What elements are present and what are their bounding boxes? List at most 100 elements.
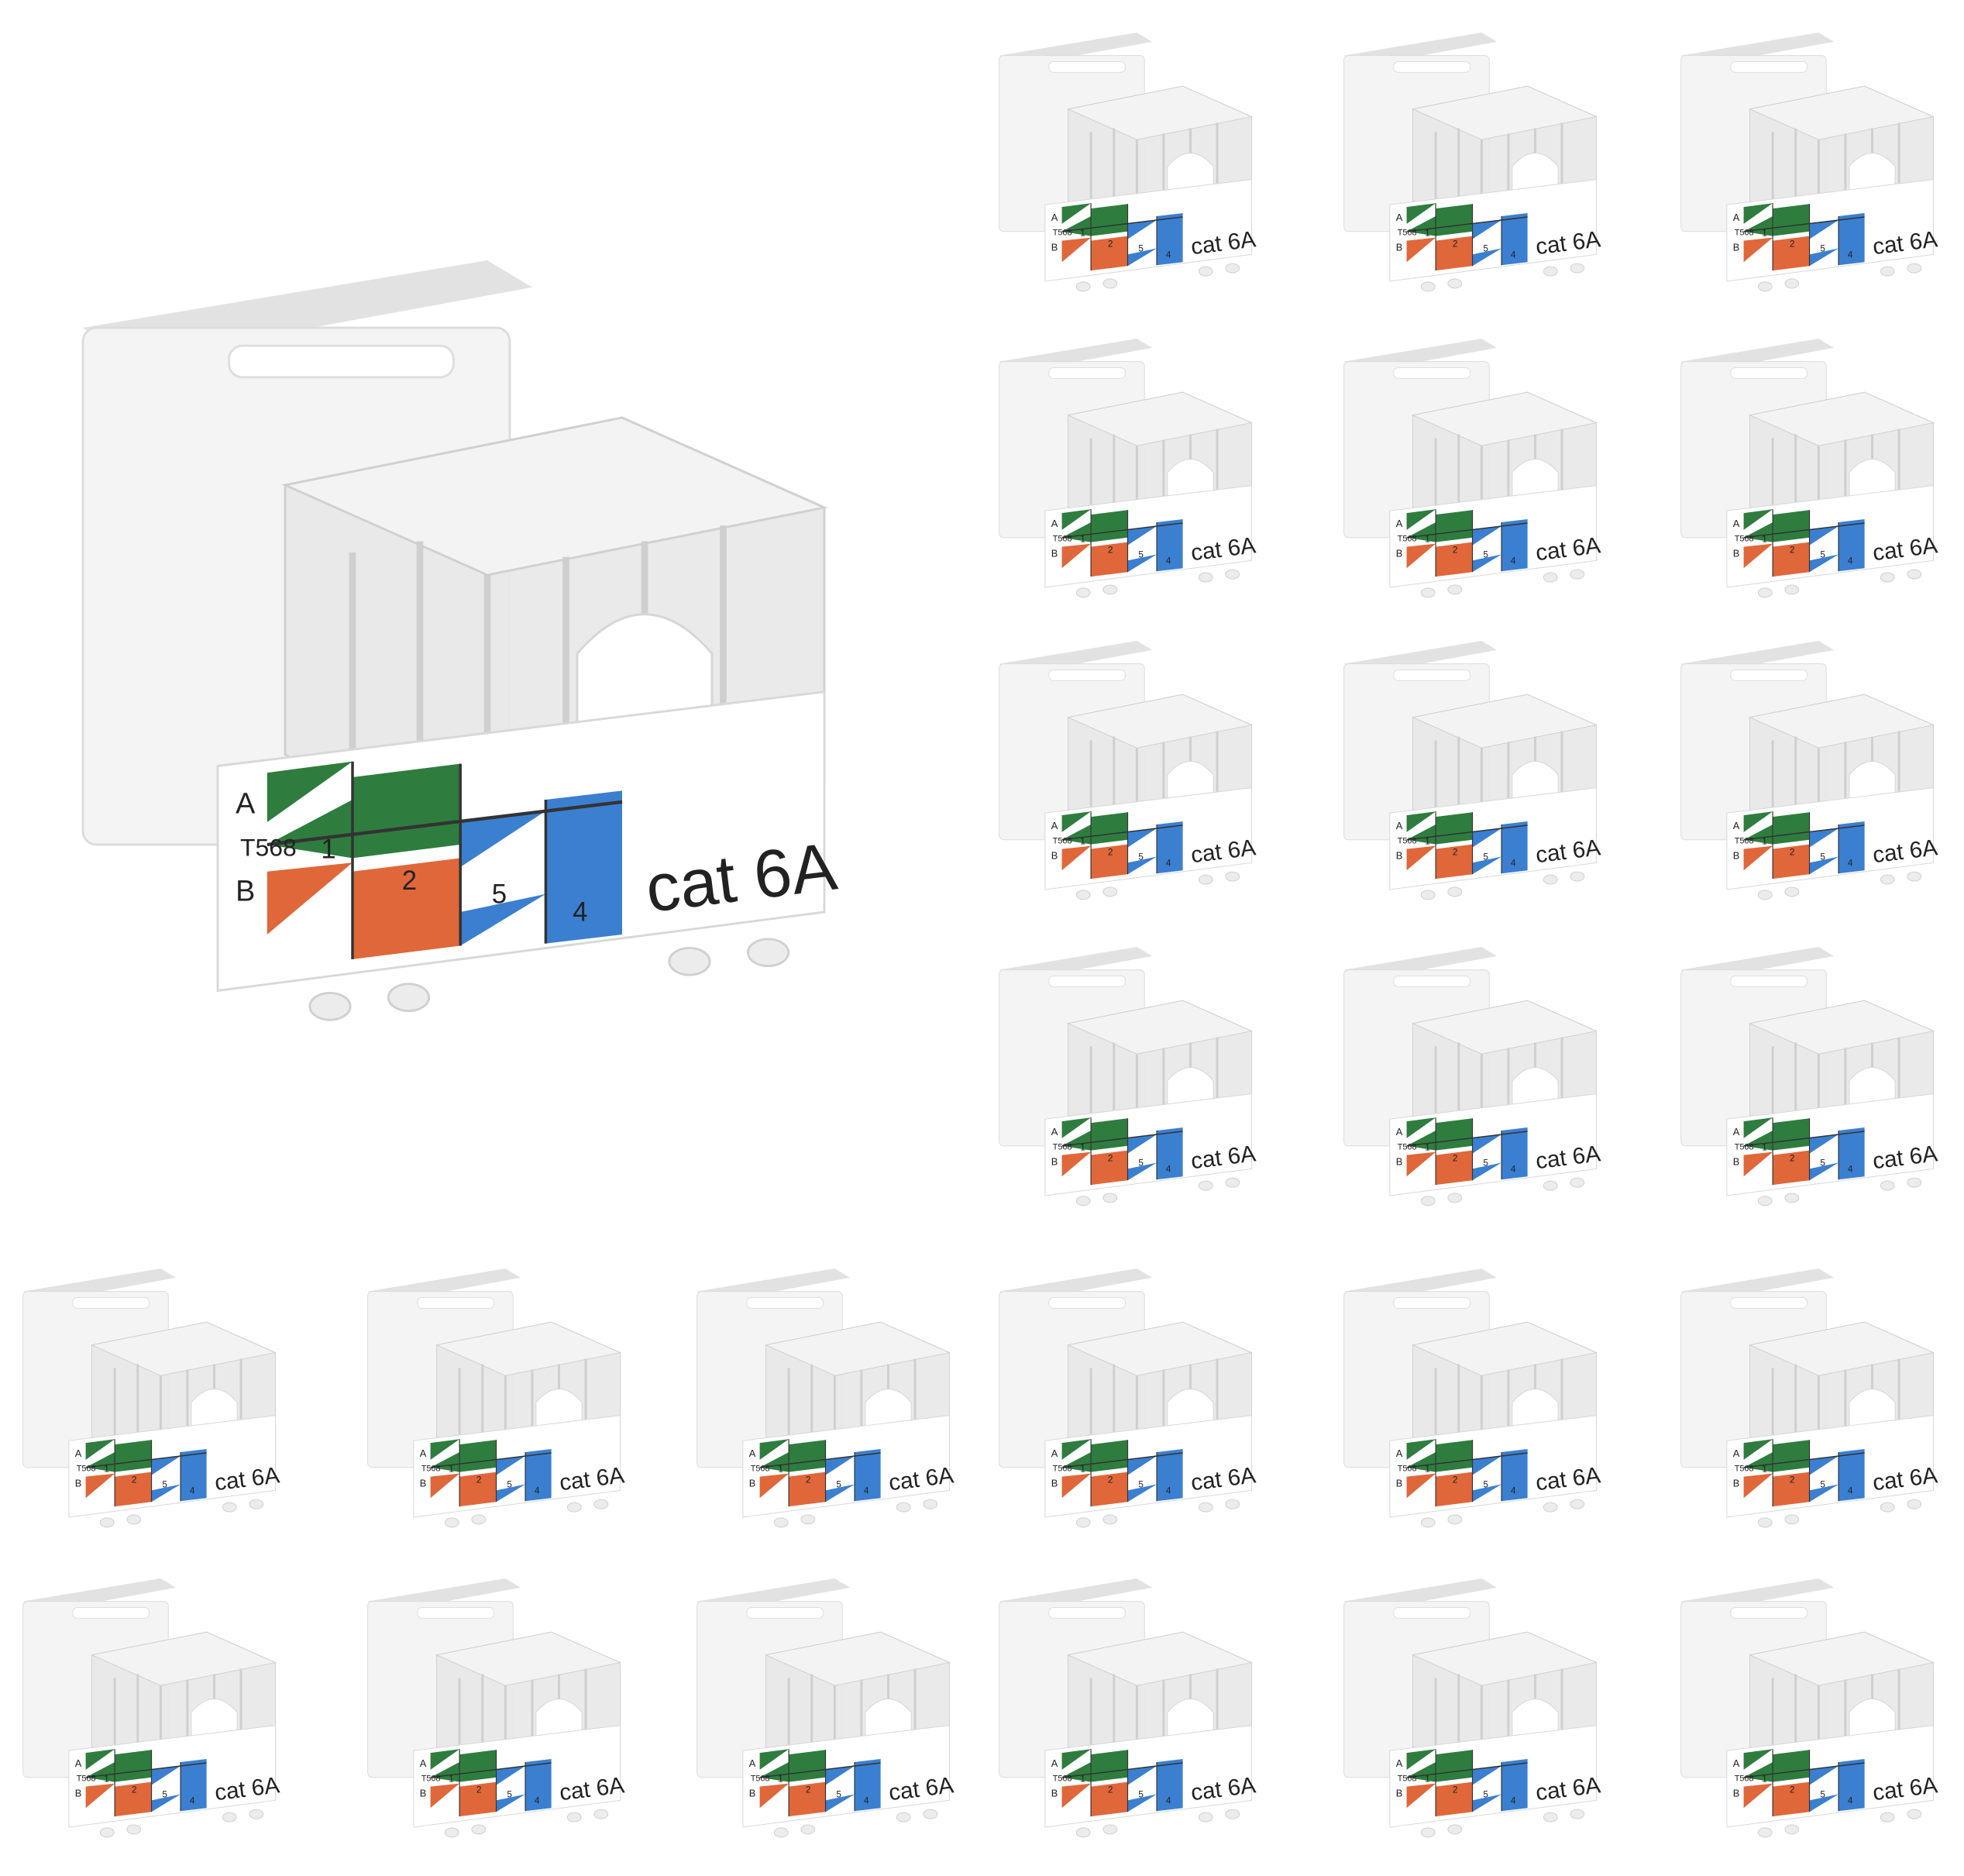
bottom-pins [773, 1809, 938, 1838]
green-block [353, 763, 461, 859]
row-b-label: B [1396, 241, 1403, 253]
latch-slot [1048, 976, 1126, 987]
green-block [1773, 1118, 1810, 1151]
pair-number-2: 2 [1790, 239, 1795, 250]
latch-slot [1730, 367, 1808, 379]
orange-wedge-b [85, 1473, 115, 1499]
jack-unit: A T568 B 1 2 5 4 cat 6A [674, 1546, 980, 1856]
pair-number-2: 2 [1790, 1153, 1795, 1164]
green-wedge-a [1406, 1439, 1436, 1460]
green-wedge-a [1061, 811, 1092, 832]
keystone-jack-illustration: A T568 B 1 2 5 4 cat 6A [999, 1268, 1257, 1528]
row-b-label: B [1051, 1787, 1058, 1799]
pair-number-4: 4 [1511, 1485, 1516, 1496]
blue-wedge-5 [1127, 525, 1157, 546]
blue-block [855, 1449, 881, 1502]
pair-number-5: 5 [507, 1788, 512, 1799]
green-wedge-a [85, 1439, 115, 1460]
pair-number-1: 1 [1762, 534, 1767, 545]
pair-number-4: 4 [1848, 555, 1853, 566]
row-b-label: B [75, 1787, 82, 1799]
bottom-pins [1420, 263, 1585, 292]
row-a-label: A [236, 787, 256, 819]
orange-wedge-b [1743, 1151, 1773, 1177]
blue-wedge-5 [825, 1455, 855, 1475]
standard-label: T568 [240, 834, 297, 862]
row-a-label: A [1051, 820, 1058, 831]
row-b-label: B [420, 1787, 427, 1799]
green-wedge-a [1406, 1117, 1436, 1138]
pair-number-1: 1 [1425, 1464, 1430, 1475]
pair-number-2: 2 [132, 1785, 137, 1795]
orange-block [1773, 1150, 1810, 1186]
row-a-label: A [1396, 820, 1403, 831]
orange-block [1091, 1150, 1128, 1186]
latch-slot [746, 1607, 824, 1619]
jack-unit: A T568 B 1 2 5 4 cat 6A [1321, 0, 1627, 310]
green-block [1773, 204, 1810, 236]
blue-wedge-5 [1472, 525, 1502, 546]
latch-slot [1048, 61, 1126, 73]
blue-block [1501, 1127, 1528, 1180]
pair-number-4: 4 [1848, 1163, 1853, 1174]
standard-label: T568 [1735, 1143, 1754, 1152]
pair-number-1: 1 [1762, 1464, 1767, 1475]
pair-number-2: 2 [476, 1785, 482, 1795]
latch-slot [1393, 976, 1471, 987]
jack-unit: A T568 B 1 2 5 4 cat 6A [1321, 1546, 1627, 1856]
jack-unit: A T568 B 1 2 5 4 cat 6A [0, 1236, 306, 1546]
blue-block [1157, 1449, 1183, 1502]
latch-slot [1048, 367, 1126, 379]
blue-wedge-5 [151, 1455, 181, 1475]
pair-number-1: 1 [1080, 1774, 1085, 1785]
orange-block [1773, 1472, 1810, 1507]
standard-label: T568 [751, 1774, 770, 1784]
pair-number-1: 1 [104, 1774, 109, 1785]
pair-number-5: 5 [1820, 1788, 1825, 1799]
jack-unit: A T568 B 1 2 5 4 cat 6A [1321, 1236, 1627, 1546]
wiring-color-code [1406, 509, 1528, 577]
green-block [459, 1440, 497, 1472]
pair-number-4: 4 [190, 1485, 195, 1496]
blue-block [1501, 821, 1528, 874]
row-a-label: A [1051, 1126, 1058, 1138]
bottom-pins [444, 1499, 609, 1528]
jack-unit: A T568 B 1 2 5 4 cat 6A [1321, 306, 1627, 616]
blue-wedge-5b [151, 1794, 181, 1812]
pair-number-4: 4 [1166, 1485, 1171, 1496]
orange-block [1091, 542, 1128, 577]
standard-label: T568 [751, 1465, 770, 1474]
green-block [1773, 1750, 1810, 1782]
standard-label: T568 [1398, 1143, 1417, 1152]
wiring-color-code [85, 1439, 207, 1507]
pair-number-1: 1 [1080, 836, 1085, 847]
row-a-label: A [420, 1757, 427, 1769]
green-block [1436, 510, 1473, 542]
blue-wedge-5b [1127, 1794, 1157, 1812]
jack-unit: A T568 B 1 2 5 4 cat 6A [976, 608, 1282, 918]
green-wedge-a [1743, 1749, 1773, 1770]
row-b-label: B [1396, 1787, 1403, 1799]
green-wedge-a [1743, 1439, 1773, 1460]
bottom-pins [99, 1809, 264, 1838]
standard-label: T568 [1053, 837, 1072, 846]
orange-wedge-b [1061, 1151, 1092, 1177]
latch-slot [417, 1607, 495, 1619]
jack-unit: A T568 B 1 2 5 4 cat 6A [976, 0, 1282, 310]
pair-number-4: 4 [1166, 1163, 1171, 1174]
pair-number-4: 4 [1848, 1485, 1853, 1496]
keystone-jack-illustration: A T568 B 1 2 5 4 cat 6A [1343, 641, 1602, 900]
bottom-pins [1420, 1809, 1585, 1838]
keystone-jack-illustration: A T568 B 1 2 5 4 cat 6A [367, 1578, 626, 1838]
row-b-label: B [1733, 1155, 1740, 1167]
green-block [789, 1750, 826, 1782]
wiring-color-code [1406, 1749, 1528, 1817]
green-block [1773, 510, 1810, 542]
pair-number-2: 2 [402, 866, 417, 896]
row-a-label: A [1396, 1447, 1403, 1459]
green-block [1773, 1440, 1810, 1472]
latch-slot [1393, 670, 1471, 681]
standard-label: T568 [1398, 837, 1417, 846]
orange-wedge-b [1406, 1473, 1436, 1499]
